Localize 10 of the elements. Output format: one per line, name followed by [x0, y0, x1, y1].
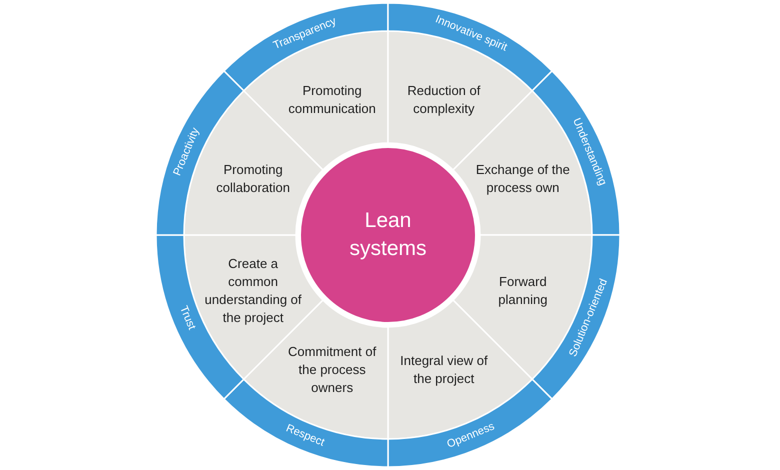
center-label: Lean systems: [348, 208, 428, 262]
sector-text: Promoting communication: [287, 82, 377, 118]
sector-text: Promoting collaboration: [215, 161, 291, 198]
sector-text: Exchange of the process own: [474, 161, 571, 198]
sector-text: Reduction of complexity: [406, 82, 482, 118]
sector-text: Create a common understanding of the project: [204, 254, 303, 327]
sector-text: Forward planning: [497, 272, 548, 309]
value-label: Trust: [176, 304, 196, 332]
sector-text: Commitment of the process owners: [287, 342, 378, 397]
sector-text: Integral view of the project: [399, 352, 489, 388]
